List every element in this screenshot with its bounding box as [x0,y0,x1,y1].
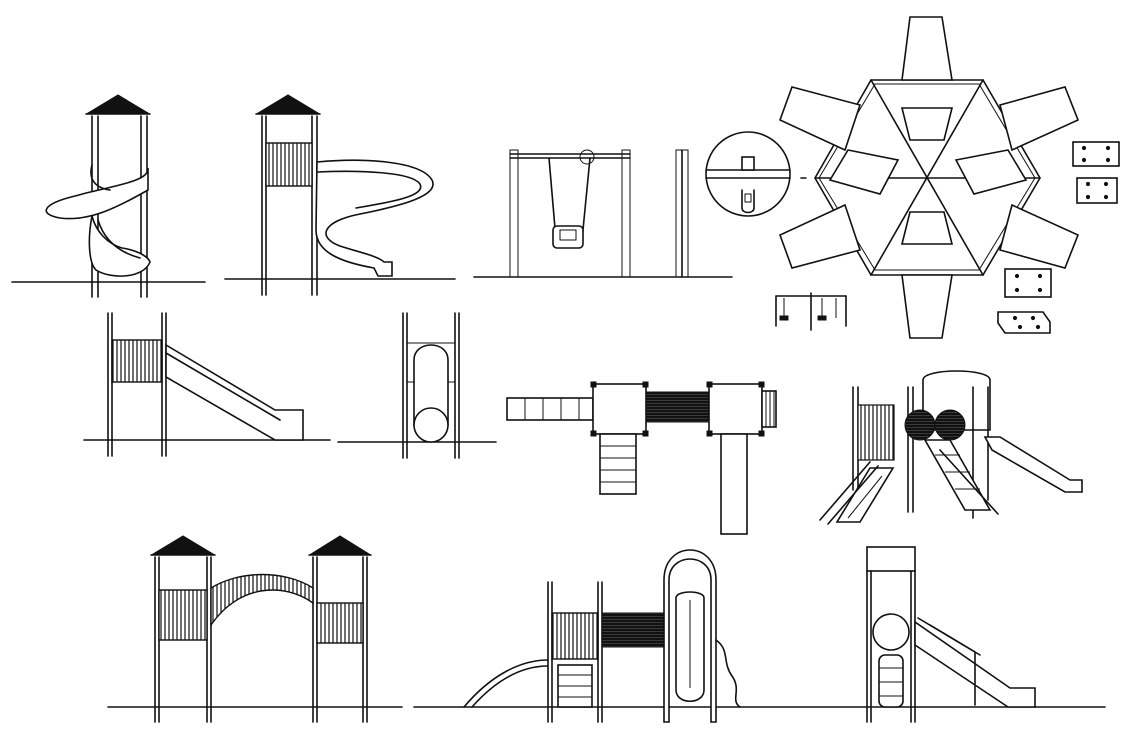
straight-slide-side [83,312,331,457]
carousel-swing-plan [775,16,1080,339]
tunnel-bridge-tube-slide [413,549,1106,723]
play-structure-plan [506,381,777,535]
mounting-plates [997,141,1120,334]
play-structure-perspective [819,370,1083,525]
carousel-elevation [775,292,847,331]
twin-tower-bridge [107,535,403,723]
tower-slide-front [866,546,1036,723]
spiral-slide-tower [11,94,206,298]
straight-slide-front [337,312,497,459]
spiral-slide-side-elevation [224,94,456,296]
swing-frame [473,149,733,278]
swing-detail [705,131,807,217]
